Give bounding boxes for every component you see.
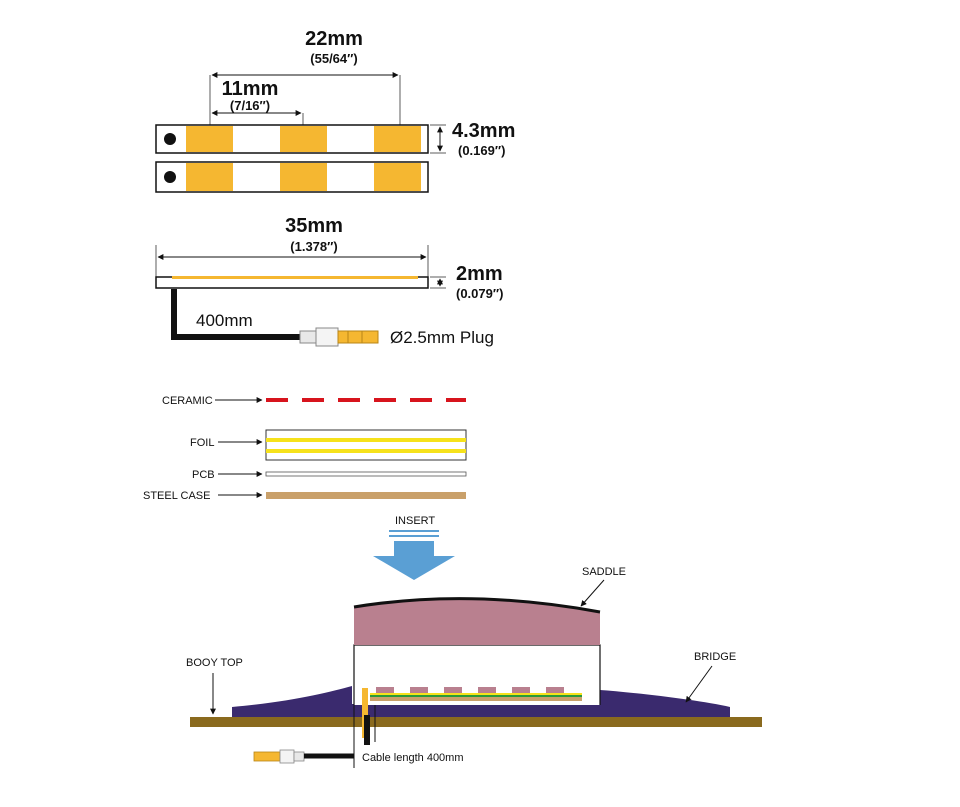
mount-hole <box>164 171 176 183</box>
mount-hole <box>164 133 176 145</box>
installed-cable-sleeve <box>362 688 368 738</box>
pad <box>374 126 421 152</box>
height-label: 4.3mm <box>452 120 515 142</box>
cable <box>171 289 300 340</box>
plug-body <box>315 327 339 347</box>
saddle-arrow <box>580 579 605 607</box>
saddle-top-edge <box>353 597 601 614</box>
pad <box>280 126 327 152</box>
pad <box>186 126 233 152</box>
installation-view: Cable length 400mm BOOY TOP BRIDGE SADDL… <box>186 566 762 768</box>
pad <box>280 163 327 191</box>
insert-label: INSERT <box>395 515 435 527</box>
height-sub-label: (0.169″) <box>458 143 505 158</box>
foil-stripe <box>266 438 466 442</box>
plug-collar <box>299 330 317 344</box>
saddle-label: SADDLE <box>582 566 626 578</box>
layer-stack: CERAMIC FOIL PCB STEEL CASE <box>143 395 467 502</box>
installed-ceramic <box>478 687 496 693</box>
body-top <box>190 717 762 727</box>
thickness-label: 2mm <box>456 263 503 285</box>
installed-steel-case <box>370 697 582 701</box>
pcb-layer <box>265 471 467 477</box>
bottom-plug-body <box>279 749 295 764</box>
installed-ceramic <box>444 687 462 693</box>
pitch-label: 11mm <box>222 78 279 100</box>
bridge-arrow <box>685 665 713 703</box>
steel-case-layer <box>266 492 466 499</box>
pad <box>186 163 233 191</box>
saddle <box>354 598 600 645</box>
cable-length-label: 400mm <box>196 311 253 330</box>
foil-layer <box>265 429 467 461</box>
bottom-plug-tip <box>253 751 281 762</box>
insert-line <box>389 530 439 532</box>
width-sub-label: (55/64″) <box>310 51 357 66</box>
insert-arrow-icon <box>373 541 455 580</box>
pad <box>374 163 421 191</box>
foil-stripe <box>266 449 466 453</box>
installed-cable <box>364 715 370 745</box>
insert-line <box>389 535 439 537</box>
foil-label: FOIL <box>190 437 214 449</box>
installed-ceramic <box>376 687 394 693</box>
installed-foil <box>370 693 582 695</box>
top-view: 22mm (55/64″) 11mm (7/16″) 4.3mm (0.169″… <box>155 28 515 193</box>
ceramic-label: CERAMIC <box>162 395 213 407</box>
steel-case-label: STEEL CASE <box>143 490 210 502</box>
length-label: 35mm <box>285 215 343 237</box>
pad-strip <box>172 276 418 279</box>
installed-pcb <box>370 695 582 697</box>
insert-indicator: INSERT <box>373 515 455 580</box>
installed-ceramic <box>546 687 564 693</box>
body-top-label: BOOY TOP <box>186 657 243 669</box>
installed-ceramic <box>512 687 530 693</box>
plug-label: Ø2.5mm Plug <box>390 328 494 347</box>
bridge-label: BRIDGE <box>694 651 736 663</box>
pcb-label: PCB <box>192 469 215 481</box>
plug-tip <box>337 330 379 344</box>
bottom-plug-collar <box>293 751 305 762</box>
width-label: 22mm <box>305 28 363 50</box>
side-view: 35mm (1.378″) 2mm (0.079″) 400mm Ø2.5mm … <box>155 215 503 347</box>
cable-length-note: Cable length 400mm <box>362 752 464 764</box>
bridge-right <box>352 690 730 717</box>
pitch-sub-label: (7/16″) <box>230 98 270 113</box>
installed-ceramic <box>410 687 428 693</box>
thickness-sub-label: (0.079″) <box>456 286 503 301</box>
length-sub-label: (1.378″) <box>290 239 337 254</box>
bridge-left <box>232 686 352 717</box>
